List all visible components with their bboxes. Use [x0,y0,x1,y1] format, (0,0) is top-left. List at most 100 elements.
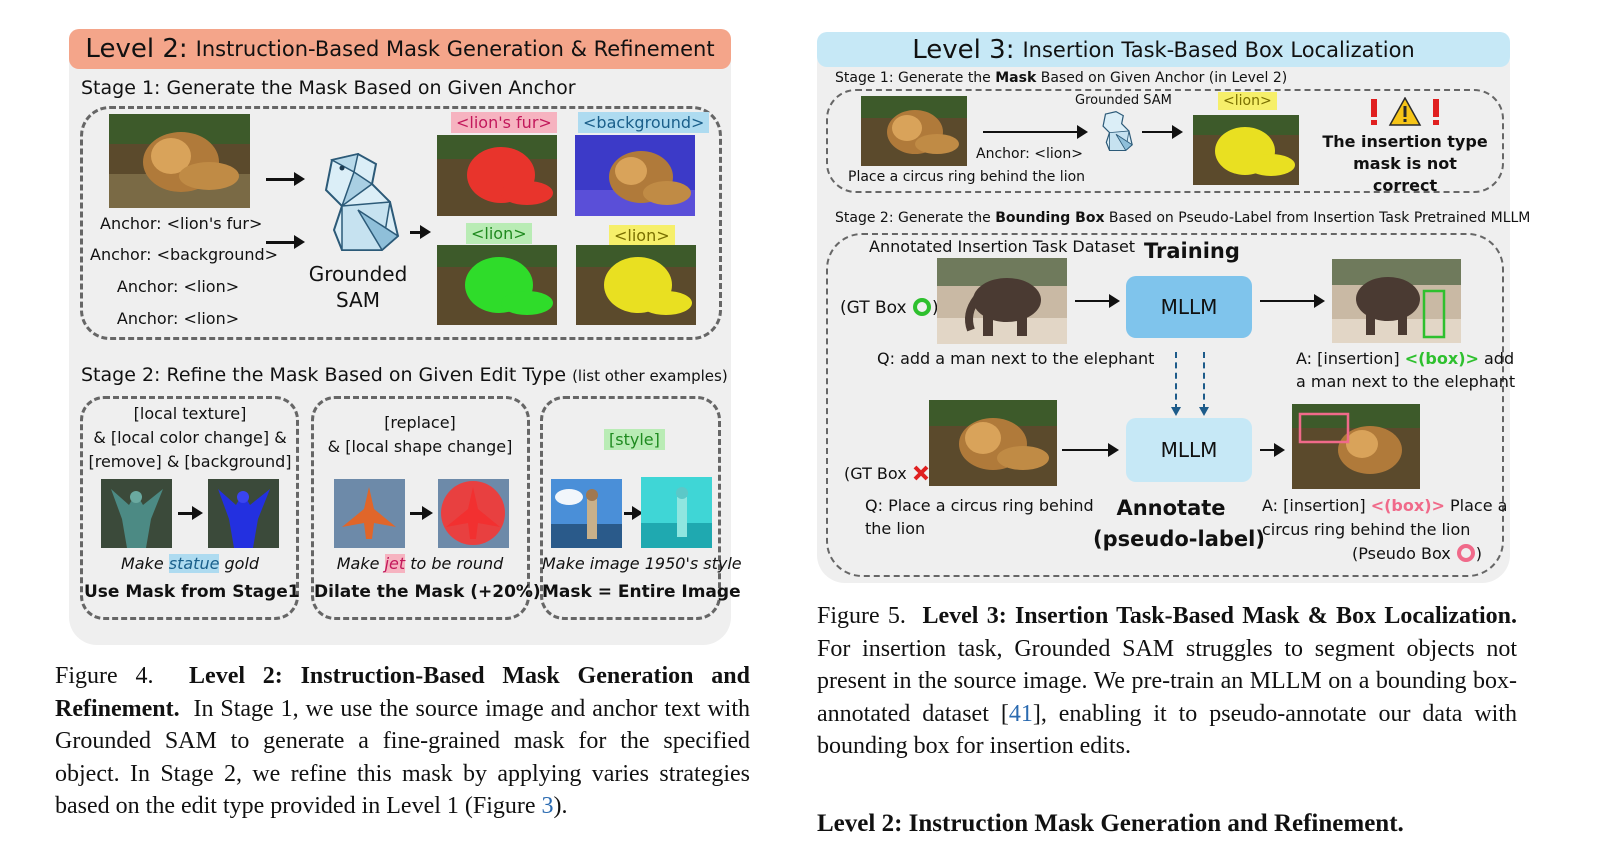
arrow [1075,294,1120,308]
mask-lion-yellow-image [1193,115,1299,185]
jet-mask-image [438,479,509,548]
figure5-caption: Figure 5. Level 3: Insertion Task-Based … [817,603,1518,759]
mask-rule: Dilate the Mask (+20%) [314,582,541,602]
question-text: Q: Place a circus ring behind [865,496,1094,515]
mask-lions-fur-image [437,135,557,216]
figure5-stage2-box [826,233,1504,577]
edit-instruction: Make jet to be round [336,554,504,573]
pseudo-box-label: (Pseudo Box ) [1352,544,1483,563]
anchor-label: Anchor: <background> [90,245,279,264]
pseudo-box-circle-icon [1456,544,1475,562]
edit-type-box-local [80,396,299,620]
transfer-arrow [1199,352,1209,416]
arrow [178,506,203,520]
arrow [410,225,431,239]
figure5-stage2-title: Stage 2: Generate the Bounding Box Based… [835,210,1531,226]
edit-instruction: Make image 1950's style [542,554,742,573]
anchor-label: Anchor: <lion> [116,309,240,328]
lion-pseudo-box-image [1292,404,1420,489]
figure4-stage1-box [80,106,722,340]
check-circle-icon [913,298,931,316]
figure4-caption: Figure 4. Level 2: Instruction-Based Mas… [55,663,750,819]
style-result-image [641,477,712,548]
highlight-word: jet [384,554,406,573]
source-lion-image [861,96,967,166]
figure5-banner-prefix: Level 3: [912,34,1015,65]
figure5-banner: Level 3: Insertion Task-Based Box Localiz… [817,32,1510,67]
box-token: <(box)> [1404,349,1479,368]
dataset-label: Annotated Insertion Task Dataset [869,237,1136,256]
highlight-word: statue [168,554,220,573]
edit-type-box-style [540,396,721,620]
mask-background-image [575,135,695,216]
annotate-label: Annotate [1116,496,1226,520]
training-label: Training [1144,239,1240,263]
grounded-sam-label: Grounded SAM [308,262,408,312]
edit-type-line: [remove] & [background] [88,452,292,471]
arrow [1142,125,1183,139]
edit-instruction: Make statue gold [120,554,260,573]
stage2-note: (list other examples) [572,367,728,385]
arrow [266,172,305,186]
jet-source-image [334,479,405,548]
arrow [1062,443,1119,457]
figure-reference-link[interactable]: 3 [541,793,554,819]
polar-bear-icon [1097,110,1135,152]
tag-background: <background> [578,112,710,133]
source-lion-image [109,114,250,208]
arrow [624,506,643,520]
cross-icon [913,465,929,481]
statue-mask-image [208,479,279,548]
pseudo-label-label: (pseudo-label) [1093,527,1265,551]
arrow [983,125,1088,139]
grounded-sam-label: Grounded SAM [1075,93,1172,108]
edit-type-line: [local texture] [133,404,247,423]
anchor-label: Anchor: <lion> [116,277,240,296]
answer-text: A: [insertion] <(box)> add [1296,349,1515,368]
lion-image [929,400,1057,486]
edit-type-line: [replace] [384,413,456,432]
mllm-trained-block: MLLM [1126,276,1252,338]
answer-text: circus ring behind the lion [1262,520,1471,539]
transfer-arrow [1171,352,1181,416]
gt-box-label: (GT Box ) [844,464,936,483]
arrow [1260,294,1325,308]
statue-source-image [101,479,172,548]
mask-rule: Use Mask from Stage1 [84,582,300,602]
figure4-banner-title: Instruction-Based Mask Generation & Refi… [195,37,715,61]
figure4-stage1-title: Stage 1: Generate the Mask Based on Give… [81,77,576,99]
box-token: <(box)> [1370,496,1445,515]
edit-type-line: & [local shape change] [327,437,513,456]
answer-text: A: [insertion] <(box)> Place a [1262,496,1508,515]
mllm-annotate-block: MLLM [1126,418,1252,482]
arrow [266,235,305,249]
figure5-stage1-title: Stage 1: Generate the Mask Based on Give… [835,70,1288,86]
citation-link[interactable]: 41 [1008,700,1033,727]
edit-type-box-replace [311,396,530,620]
mask-lion-green-image [437,245,557,325]
elephant-box-image [1332,259,1461,343]
arrow [1260,443,1285,457]
mask-rule: Mask = Entire Image [542,582,741,602]
figure5-banner-title: Insertion Task-Based Box Localization [1022,37,1415,62]
tag-style: [style] [604,429,665,450]
tag-lion-green: <lion> [466,223,532,244]
answer-text: a man next to the elephant [1296,372,1516,391]
arrow [410,506,433,520]
edit-type-line: & [local color change] & [93,428,287,447]
figure5-stage1-box [826,89,1504,193]
tag-lions-fur: <lion's fur> [451,112,557,133]
instruction-text: Place a circus ring behind the lion [848,169,1086,185]
question-text: Q: add a man next to the elephant [877,349,1155,368]
warning-icon [1365,96,1445,127]
figure4-stage2-title: Stage 2: Refine the Mask Based on Given … [81,364,728,386]
figure4-banner: Level 2:Instruction-Based Mask Generatio… [69,29,731,69]
anchor-label: Anchor: <lion's fur> [100,214,263,233]
question-text: the lion [865,519,926,538]
style-source-image [551,479,622,548]
elephant-image [937,258,1067,344]
tag-lion-yellow: <lion> [1218,92,1277,110]
stage2-title-text: Stage 2: Refine the Mask Based on Given … [81,364,567,386]
tag-lion-yellow: <lion> [609,225,675,246]
warning-text: The insertion type mask is not correct [1322,132,1488,195]
